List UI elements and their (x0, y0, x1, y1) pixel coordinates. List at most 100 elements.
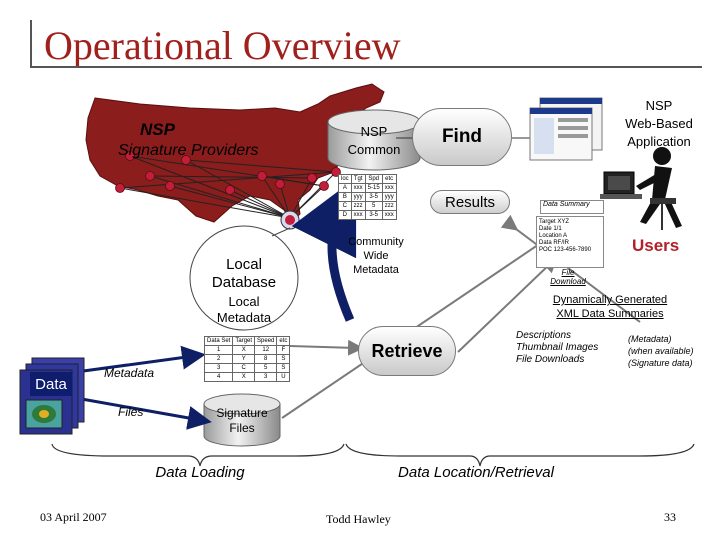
table-row: 3 C 5 S (203, 363, 291, 373)
table-cell: xxx (350, 183, 366, 193)
retrieve-button[interactable]: Retrieve (358, 326, 456, 376)
signature-providers-label: Signature Providers (118, 142, 259, 159)
slide-title: Operational Overview (44, 23, 401, 68)
brace-data-location (345, 443, 695, 467)
table-cell: S (276, 363, 291, 373)
table-cell: Y (232, 354, 256, 364)
community-label-2: Wide (363, 250, 389, 262)
web-app-label-3: Application (627, 134, 691, 149)
data-loading-label: Data Loading (155, 464, 245, 481)
paren-available-label: (when available) (628, 346, 694, 356)
file-download-link-2[interactable]: Download (550, 277, 586, 286)
table-cell: xxx (381, 183, 397, 193)
table-cell: F (276, 345, 291, 355)
local-metadata-label-2: Metadata (216, 310, 272, 325)
data-summary-card: Target XYZ Date 1/1 Location A Data RF/I… (536, 216, 604, 268)
metadata-label: Metadata (104, 366, 155, 380)
footer-author: Todd Hawley (326, 512, 391, 526)
table-cell: zzz (350, 201, 366, 211)
summary-line: Date 1/1 (539, 226, 562, 232)
file-downloads-label: File Downloads (516, 354, 585, 365)
table-cell: xxx (350, 210, 366, 220)
table-cell: 2 (203, 354, 234, 364)
table-cell: A (338, 183, 352, 193)
table-cell: 3-5 (364, 210, 383, 220)
table-row: A xxx 5-15 xxx (338, 183, 397, 193)
table-cell: D (338, 210, 352, 220)
table-cell: zzz (381, 201, 397, 211)
metadata-arrow (75, 345, 206, 374)
table-cell: 5 (254, 363, 278, 373)
table-row: 4 X 3 U (203, 372, 291, 382)
footer-page-number: 33 (664, 510, 676, 524)
nsp-common-label-1: NSP (360, 124, 388, 139)
table-header: etc (276, 336, 291, 346)
data-location-label: Data Location/Retrieval (398, 464, 554, 481)
community-label-3: Metadata (353, 264, 399, 276)
table-header: Target (232, 336, 256, 346)
nsp-common-cylinder (327, 109, 421, 171)
table-header-row: Data Set Target Speed etc (203, 336, 291, 346)
table-row: 2 Y 8 S (203, 354, 291, 364)
table-cell: xxx (381, 210, 397, 220)
user-figure (600, 147, 682, 230)
thumbnail-images-label: Thumbnail Images (516, 342, 599, 353)
dynamic-label-2: XML Data Summaries (556, 308, 664, 320)
local-metadata-table: Data Set Target Speed etc 1 X 12 F 2 Y 8… (203, 336, 291, 382)
retrieval-arrows (281, 214, 641, 419)
table-header: Data Set (203, 336, 234, 346)
signature-files-label-1: Signature (216, 406, 268, 420)
local-database-label-1: Local (226, 256, 262, 273)
table-cell: yyy (350, 192, 366, 202)
web-app-screens (529, 97, 603, 161)
find-button[interactable]: Find (412, 108, 512, 166)
table-header-row: loc Tgt Spd etc (338, 174, 397, 184)
signature-files-cylinder (203, 393, 281, 447)
file-download-link-1[interactable]: File (561, 268, 575, 277)
title-frame-horizontal (30, 66, 702, 68)
table-cell: 12 (254, 345, 278, 355)
summary-line: POC 123-456-7890 (539, 247, 592, 253)
files-arrow (75, 396, 212, 430)
table-cell: X (232, 345, 256, 355)
table-cell: 1 (203, 345, 234, 355)
brace-data-loading (51, 443, 345, 467)
table-row: B yyy 3-5 yyy (338, 192, 397, 202)
table-header: etc (381, 174, 397, 184)
table-cell: 8 (254, 354, 278, 364)
files-label: Files (118, 405, 144, 419)
data-tag: Data (30, 372, 72, 396)
table-cell: B (338, 192, 352, 202)
table-cell: C (338, 201, 352, 211)
footer-date: 03 April 2007 (40, 510, 107, 524)
table-row: C zzz 5 zzz (338, 201, 397, 211)
common-metadata-table: loc Tgt Spd etc A xxx 5-15 xxx B yyy 3-5… (338, 174, 397, 220)
table-cell: 3-5 (364, 192, 383, 202)
table-cell: 5-15 (364, 183, 383, 193)
table-header: Spd (364, 174, 383, 184)
data-summary-tab: Data Summary (540, 200, 604, 214)
table-cell: 3 (203, 363, 234, 373)
table-row: D xxx 3-5 xxx (338, 210, 397, 220)
table-cell: U (276, 372, 291, 382)
table-cell: 3 (254, 372, 278, 382)
data-files-stack (19, 357, 85, 435)
signature-files-label-2: Files (229, 421, 255, 435)
summary-line: Data RF/IR (539, 240, 570, 246)
descriptions-label: Descriptions (516, 330, 572, 341)
local-database-label-2: Database (211, 274, 277, 291)
table-row: 1 X 12 F (203, 345, 291, 355)
web-app-label-2: Web-Based (625, 116, 693, 131)
users-label: Users (632, 236, 680, 255)
table-cell: yyy (381, 192, 397, 202)
nsp-label: NSP (140, 120, 175, 139)
paren-signature-label: (Signature data) (628, 358, 693, 368)
hub-node (280, 210, 300, 230)
table-header: Speed (254, 336, 278, 346)
summary-line: Location A (539, 233, 568, 239)
results-button[interactable]: Results (430, 190, 510, 214)
local-database-circle (189, 225, 299, 331)
table-header: Tgt (350, 174, 366, 184)
table-header: loc (338, 174, 352, 184)
